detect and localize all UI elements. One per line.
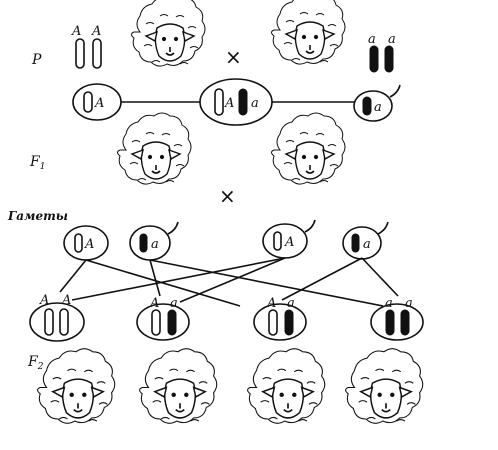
- white-chromosome-icon: [83, 91, 93, 113]
- parent2-allele-2: a: [388, 32, 396, 47]
- parent2-gamete-cell: a: [353, 84, 401, 122]
- f2-allele-1: A: [149, 296, 159, 311]
- gamete-allele: a: [363, 237, 371, 252]
- black-chromosome-icon: [385, 309, 395, 336]
- f2-label: F2: [27, 354, 44, 372]
- white-chromosome-icon: [151, 309, 161, 336]
- black-chromosome-icon: [351, 233, 360, 253]
- f2-allele-2: a: [170, 296, 178, 311]
- f2-genotype-cell: A a: [136, 296, 190, 341]
- f2-allele-1: a: [385, 296, 393, 311]
- sheep-icon: [270, 112, 346, 185]
- gametes-label: Гаметы: [7, 209, 68, 223]
- hybrid-cell: A a: [199, 78, 273, 126]
- sheep-icon: [138, 347, 218, 425]
- black-chromosome-icon: [369, 45, 379, 73]
- parent2-chromosome-pair: a a: [368, 32, 396, 73]
- gamete-cell: A: [262, 219, 316, 259]
- parent1-allele-2: A: [91, 24, 101, 39]
- black-chromosome-icon: [362, 96, 372, 116]
- black-chromosome-icon: [384, 45, 394, 73]
- black-chromosome-icon: [167, 309, 177, 336]
- black-chromosome-icon: [139, 233, 148, 253]
- parents-label: P: [31, 52, 42, 68]
- hybrid-allele-2: a: [251, 96, 259, 111]
- f2-allele-2: a: [405, 296, 413, 311]
- black-chromosome-icon: [238, 88, 248, 116]
- cross-symbol: ×: [225, 45, 242, 69]
- white-chromosome-icon: [59, 308, 69, 336]
- sheep-icon: [36, 347, 116, 425]
- parent1-gamete-cell: A: [72, 83, 122, 121]
- black-chromosome-icon: [284, 309, 294, 336]
- white-chromosome-icon: [268, 309, 278, 336]
- f2-allele-1: A: [266, 296, 276, 311]
- cross-symbol: ×: [219, 184, 236, 208]
- white-chromosome-icon: [75, 38, 85, 69]
- f2-allele-2: A: [61, 293, 71, 308]
- black-chromosome-icon: [400, 309, 410, 336]
- gamete-allele: A: [84, 237, 94, 252]
- sheep-icon: [246, 347, 326, 425]
- sheep-icon: [130, 0, 206, 67]
- gamete-allele: a: [151, 237, 159, 252]
- f2-genotype-cell: A a: [253, 296, 307, 341]
- white-chromosome-icon: [92, 38, 102, 69]
- white-chromosome-icon: [44, 308, 54, 336]
- white-chromosome-icon: [214, 88, 224, 116]
- white-chromosome-icon: [273, 231, 282, 251]
- parent1-allele-1: A: [71, 24, 81, 39]
- f2-genotype-cell: A A: [29, 293, 85, 342]
- hybrid-allele-1: A: [224, 96, 234, 111]
- gamete-allele: A: [94, 96, 104, 111]
- f1-label: F1: [29, 154, 45, 172]
- gamete-cell: a: [342, 221, 389, 260]
- gamete-allele: A: [284, 235, 294, 250]
- parent2-allele-1: a: [368, 32, 376, 47]
- gamete-allele: a: [374, 100, 382, 115]
- white-chromosome-icon: [74, 233, 83, 253]
- f2-allele-2: a: [287, 296, 295, 311]
- parent1-chromosome-pair: A A: [71, 24, 102, 69]
- gamete-cell: A: [63, 225, 109, 261]
- sheep-icon: [270, 0, 346, 65]
- f2-allele-1: A: [39, 293, 49, 308]
- f2-genotype-cell: a a: [370, 296, 424, 341]
- gamete-connections: [59, 257, 399, 307]
- sheep-icon: [344, 347, 424, 425]
- sheep-icon: [116, 112, 192, 185]
- gamete-cell: a: [129, 221, 179, 261]
